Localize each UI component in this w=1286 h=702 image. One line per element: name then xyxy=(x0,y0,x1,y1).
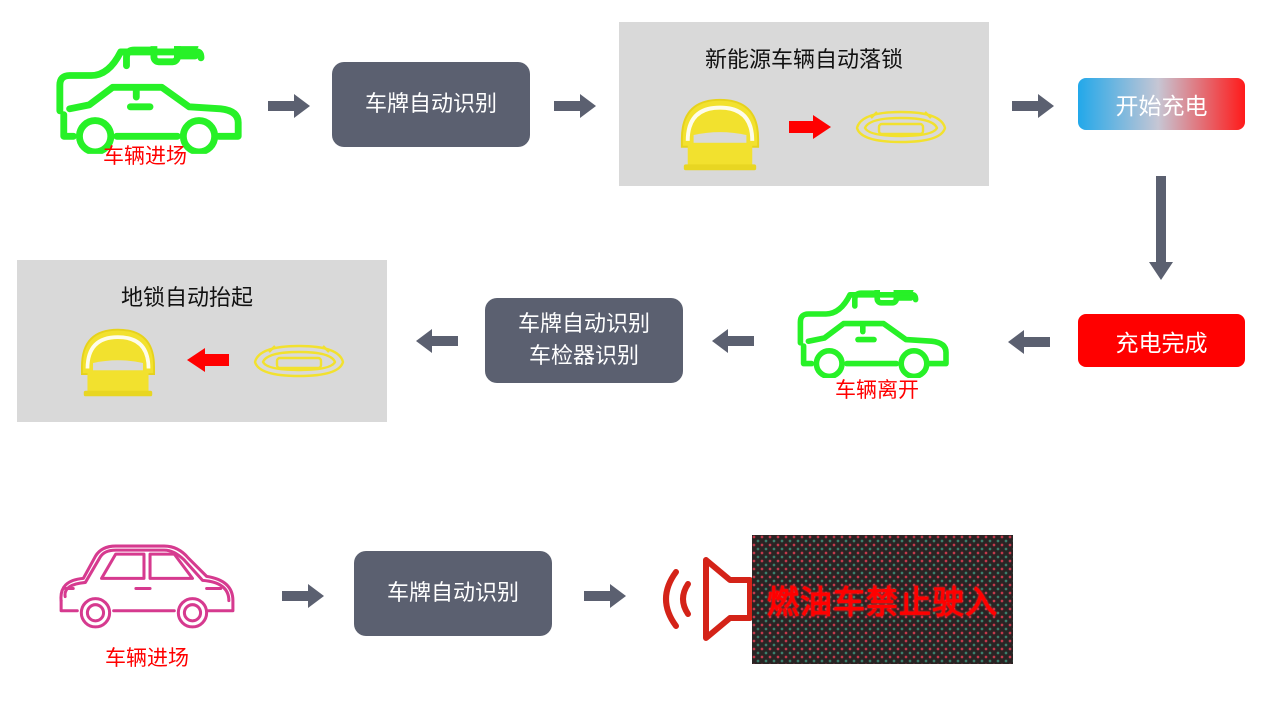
speaker-icon xyxy=(654,554,754,644)
parking-lock-lowered-icon xyxy=(851,106,951,146)
auto-lock-up-panel: 地锁自动抬起 xyxy=(17,260,387,422)
start-charging-box: 开始充电 xyxy=(1078,78,1245,130)
start-charging-label: 开始充电 xyxy=(1115,94,1208,120)
plate-recognition-box: 车牌自动识别 xyxy=(332,62,530,147)
vehicle-leave-label: 车辆离开 xyxy=(835,378,919,402)
plate-recognition-label: 车牌自动识别 xyxy=(386,580,519,606)
right-arrow-icon xyxy=(584,584,626,608)
parking-lock-lowered-icon xyxy=(249,340,349,380)
plate-recognition-label: 车牌自动识别 xyxy=(364,91,497,117)
lock-down-panel-title: 新能源车辆自动落锁 xyxy=(704,48,903,73)
vehicle-enter-label: 车辆进场 xyxy=(103,144,187,168)
red-arrow-icon xyxy=(187,348,229,372)
recognition-box: 车牌自动识别 车检器识别 xyxy=(485,298,683,383)
recognition-line-2: 车检器识别 xyxy=(528,343,639,369)
right-arrow-icon xyxy=(554,94,596,118)
left-arrow-icon xyxy=(416,329,458,353)
charging-done-box: 充电完成 xyxy=(1078,314,1245,367)
plate-recognition-box-fuel: 车牌自动识别 xyxy=(354,551,552,636)
charging-done-label: 充电完成 xyxy=(1115,330,1208,357)
left-arrow-icon xyxy=(1008,330,1050,354)
led-display-sign: 燃油车禁止驶入 xyxy=(752,535,1013,664)
fuel-car-entering: 车辆进场 xyxy=(55,540,245,675)
auto-lock-down-panel: 新能源车辆自动落锁 xyxy=(619,22,989,186)
led-sign-text: 燃油车禁止驶入 xyxy=(766,582,998,621)
recognition-line-1: 车牌自动识别 xyxy=(517,311,650,337)
right-arrow-icon xyxy=(268,94,310,118)
ev-car-leaving: 车辆离开 xyxy=(790,270,960,410)
ev-car-icon xyxy=(794,288,954,380)
ev-car-icon xyxy=(52,46,248,154)
down-arrow-icon xyxy=(1149,176,1173,280)
red-arrow-icon xyxy=(789,115,831,139)
ev-car-entering: 车辆进场 xyxy=(52,36,252,172)
right-arrow-icon xyxy=(1012,94,1054,118)
fuel-vehicle-enter-label: 车辆进场 xyxy=(105,646,189,670)
parking-lock-raised-icon xyxy=(676,88,764,182)
parking-lock-raised-icon xyxy=(74,326,162,400)
right-arrow-icon xyxy=(282,584,324,608)
fuel-car-icon xyxy=(55,540,237,636)
lock-up-panel-title: 地锁自动抬起 xyxy=(120,286,253,311)
left-arrow-icon xyxy=(712,329,754,353)
